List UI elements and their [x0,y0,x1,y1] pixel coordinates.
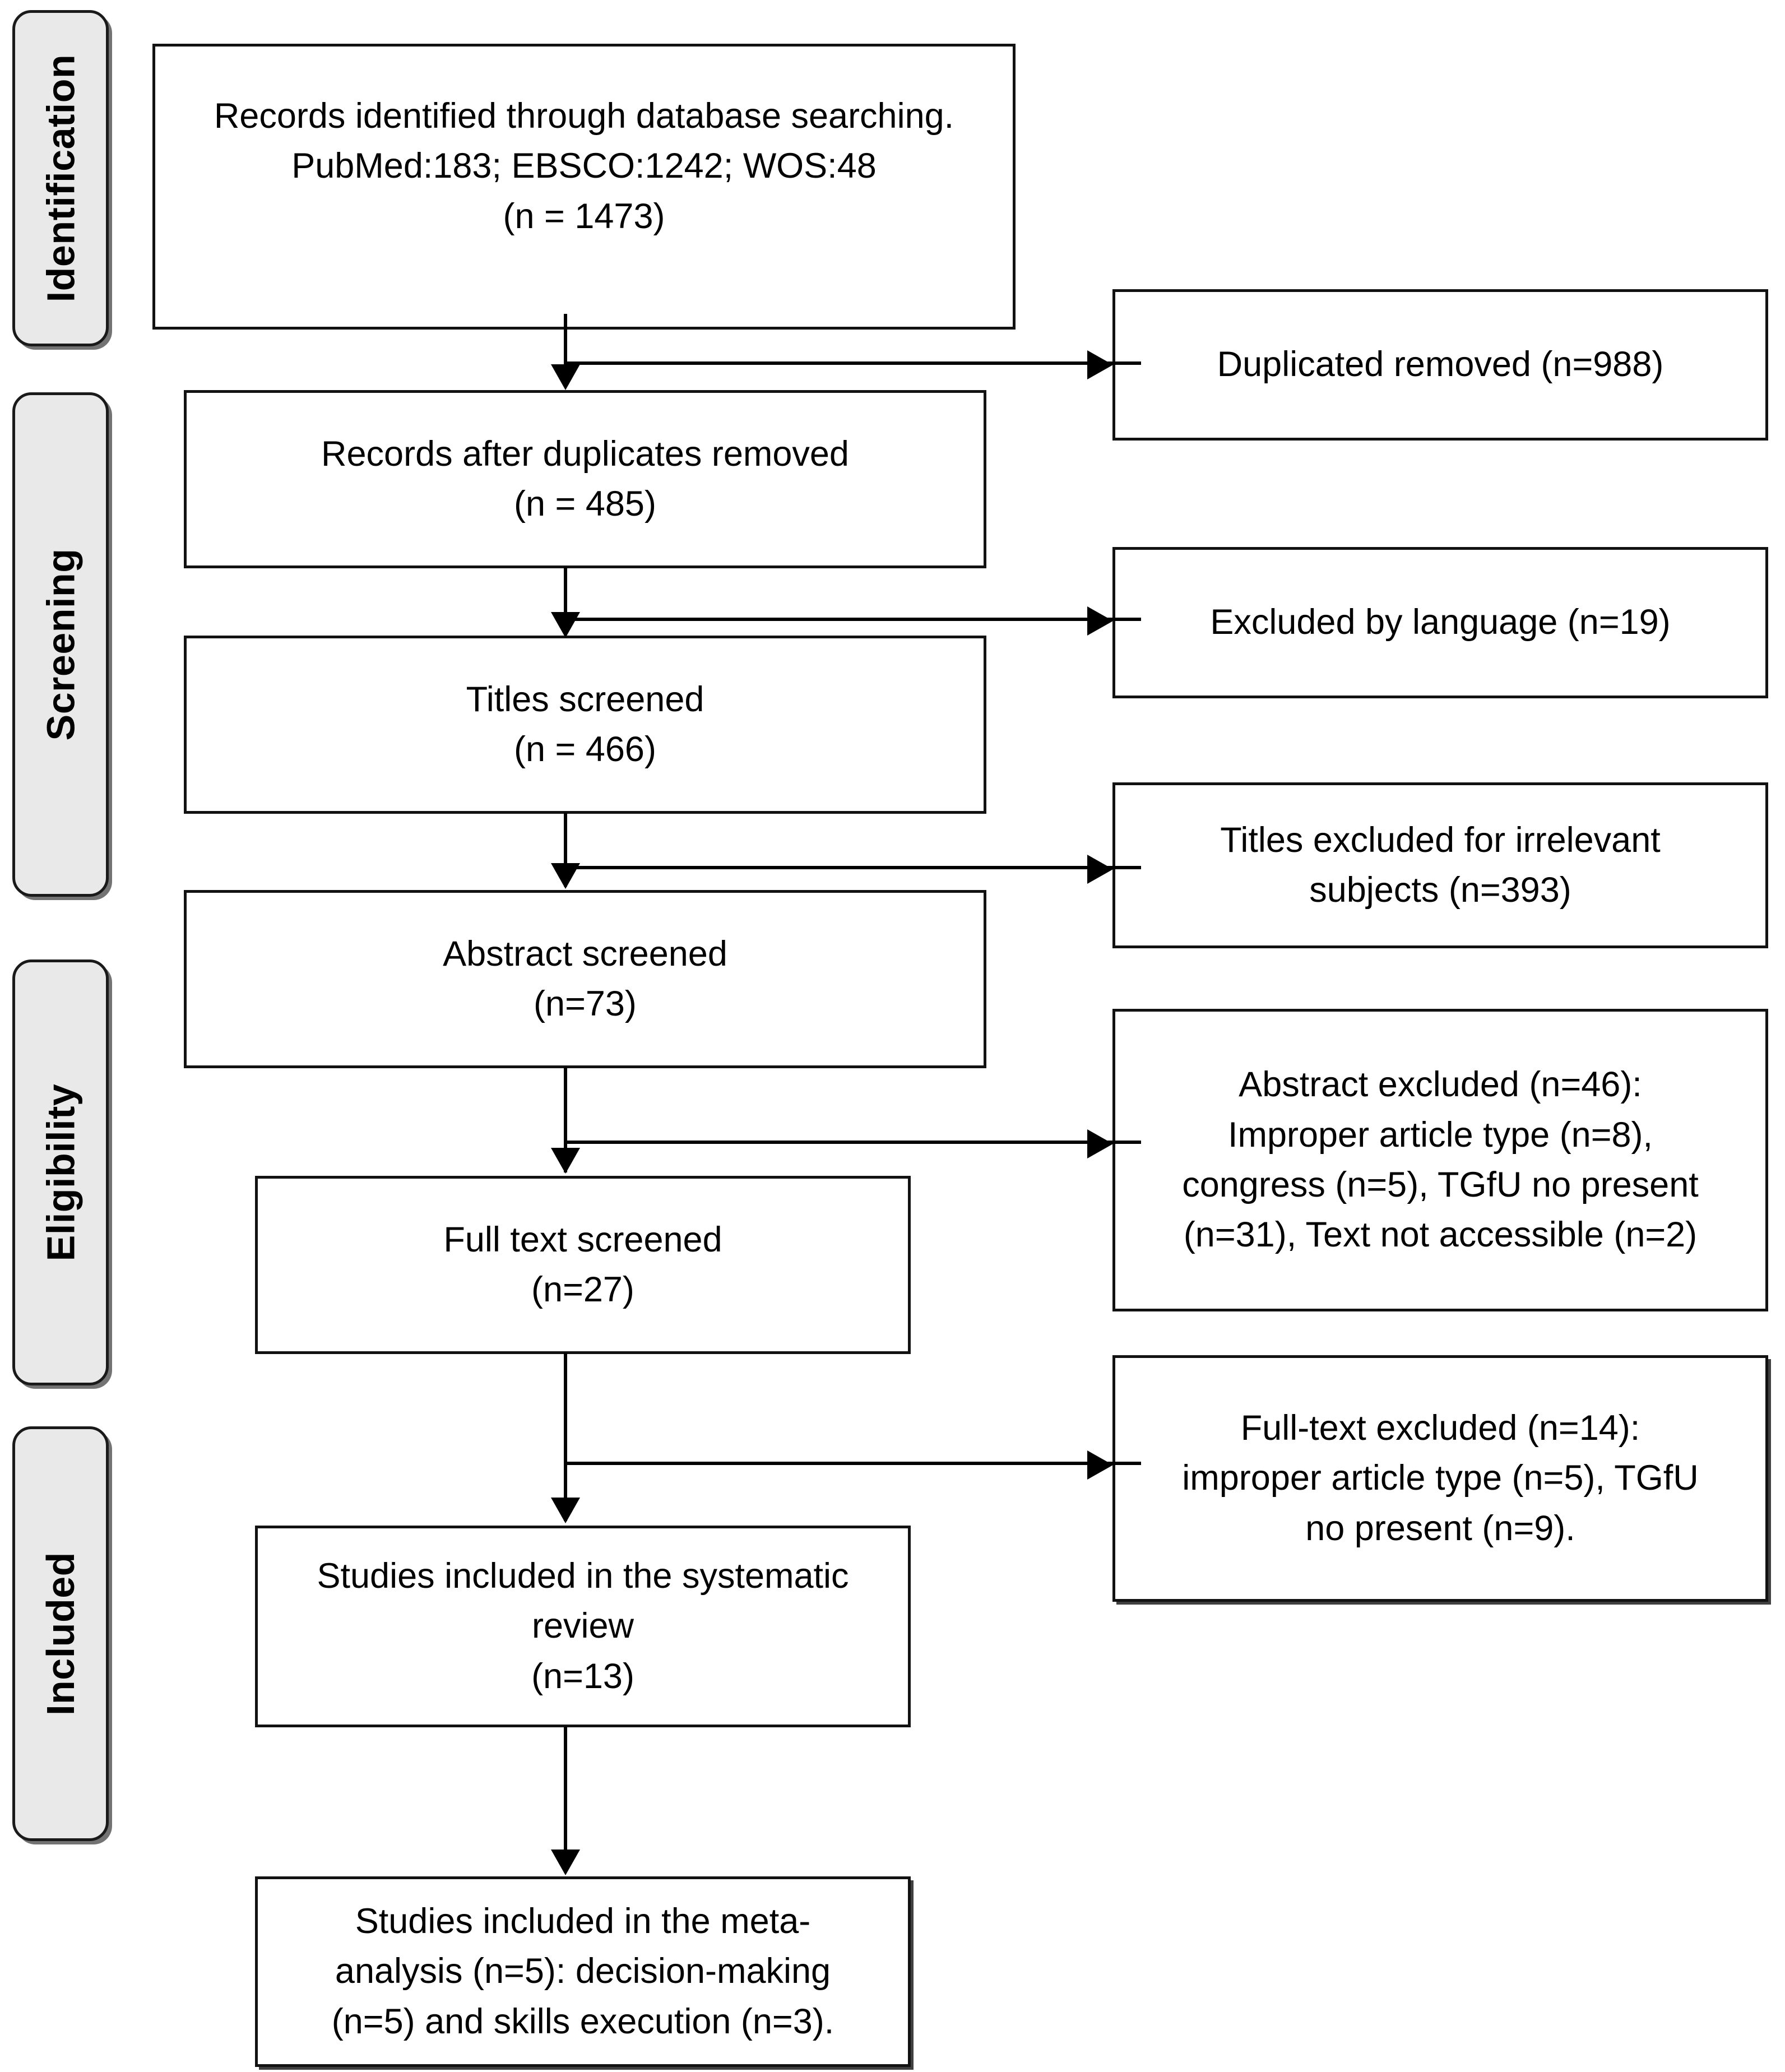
connector-arrow-to-language [1087,606,1113,636]
connector-line-to-fulltext-excluded [564,1462,1141,1465]
stage-label-screening: Screening [12,392,109,897]
node-full-text-screened: Full text screened (n=27) [255,1176,911,1354]
connector-line-abstract-down [564,1067,567,1172]
stage-label-eligibility: Eligibility [12,959,109,1385]
stage-label-included-text: Included [39,1552,83,1716]
node-excluded-by-language: Excluded by language (n=19) [1112,547,1768,698]
connector-arrow-to-titles-excluded [1087,855,1113,884]
node-titles-excluded: Titles excluded for irrelevant subjects … [1112,782,1768,948]
connector-line-to-language [564,618,1141,621]
node-duplicates-removed-text: Duplicated removed (n=988) [1217,345,1664,384]
node-studies-systematic-review-text: Studies included in the systematic revie… [317,1556,849,1696]
connector-line-after-duplicates-down [564,567,567,630]
node-records-after-duplicates-text: Records after duplicates removed (n = 48… [321,434,849,523]
node-titles-screened: Titles screened (n = 466) [184,636,986,814]
node-records-identified: Records identified through database sear… [152,44,1016,330]
connector-line-to-titles-excluded [564,866,1141,869]
connector-line-identified-down [564,314,567,387]
connector-arrow-to-titles-screened [551,612,580,638]
connector-arrow-to-studies-systematic-review [551,1498,580,1523]
node-abstract-excluded-text: Abstract excluded (n=46): Improper artic… [1182,1065,1699,1255]
stage-label-identification-text: Identification [39,54,82,303]
node-duplicates-removed: Duplicated removed (n=988) [1112,289,1768,441]
connector-arrow-to-duplicates [1087,350,1113,379]
stage-label-eligibility-text: Eligibility [39,1083,83,1262]
connector-arrow-to-fulltext-excluded [1087,1450,1113,1480]
node-abstract-screened-text: Abstract screened (n=73) [443,934,727,1023]
node-abstract-screened: Abstract screened (n=73) [184,890,986,1068]
node-fulltext-excluded: Full-text excluded (n=14): improper arti… [1112,1355,1768,1602]
node-records-after-duplicates: Records after duplicates removed (n = 48… [184,390,986,568]
node-studies-meta-analysis-text: Studies included in the meta- analysis (… [331,1901,834,2041]
connector-line-titles-down [564,813,567,887]
node-fulltext-excluded-text: Full-text excluded (n=14): improper arti… [1182,1408,1699,1548]
connector-line-to-abstract-excluded [564,1141,1141,1144]
stage-label-included: Included [12,1426,109,1841]
node-titles-screened-text: Titles screened (n = 466) [466,679,704,769]
node-full-text-screened-text: Full text screened (n=27) [443,1220,722,1309]
node-studies-systematic-review: Studies included in the systematic revie… [255,1526,911,1727]
node-studies-meta-analysis: Studies included in the meta- analysis (… [255,1876,911,2067]
connector-arrow-to-records-after-duplicates [551,364,580,390]
node-excluded-by-language-text: Excluded by language (n=19) [1210,602,1671,642]
connector-arrow-to-abstract-screened [551,863,580,889]
stage-label-screening-text: Screening [39,548,83,741]
stage-label-identification: Identification [12,10,109,346]
connector-line-fulltext-down [564,1353,567,1521]
connector-arrow-to-studies-meta-analysis [551,1849,580,1875]
connector-line-to-duplicates [564,361,1141,365]
node-titles-excluded-text: Titles excluded for irrelevant subjects … [1220,820,1661,910]
node-abstract-excluded: Abstract excluded (n=46): Improper artic… [1112,1009,1768,1311]
connector-arrow-to-full-text-screened [551,1148,580,1174]
connector-line-systematic-to-meta [564,1726,567,1855]
node-records-identified-text: Records identified through database sear… [214,96,954,236]
connector-arrow-to-abstract-excluded [1087,1129,1113,1158]
